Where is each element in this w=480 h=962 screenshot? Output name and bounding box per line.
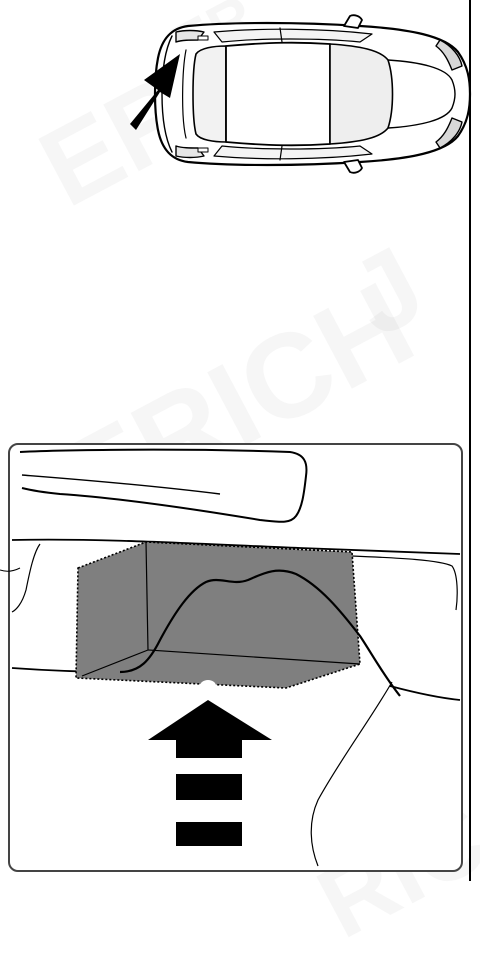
obstacle-box [76, 542, 360, 688]
distance-bar [176, 774, 242, 800]
windshield [193, 46, 226, 142]
distance-bar [176, 822, 242, 846]
figure-page: ER ER J ERICH ER RIC [0, 0, 480, 881]
side-marker [198, 36, 208, 40]
mirror-left [344, 15, 362, 28]
rear-window [330, 44, 393, 144]
roof [226, 43, 330, 146]
camera-view-panel [9, 444, 462, 871]
side-marker [198, 148, 208, 152]
car-top-view [155, 15, 470, 173]
mirror-right [344, 160, 362, 173]
diagram-svg [0, 0, 480, 881]
sensor-dot [200, 680, 216, 692]
